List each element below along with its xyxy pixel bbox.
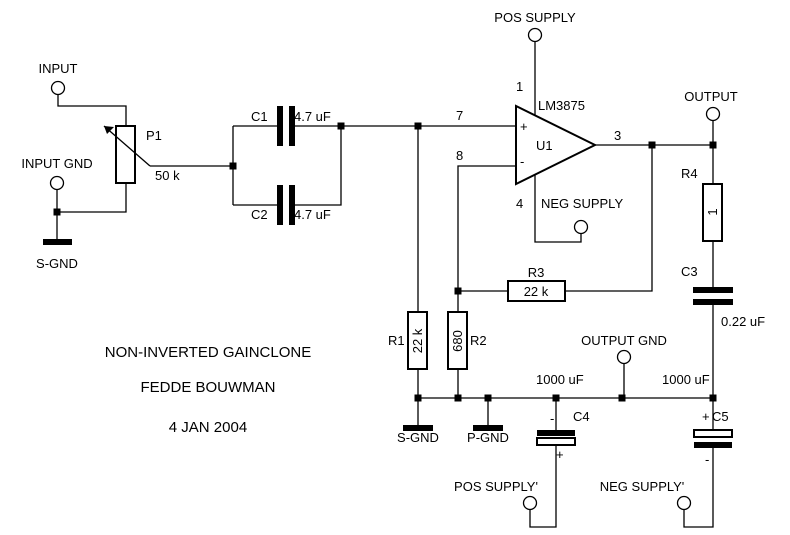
input-section: INPUT INPUT GND S-GND P1 50 k [21,61,233,271]
pin-3-label: 3 [614,128,621,143]
r1-ref-label: R1 [388,333,405,348]
input-gnd-terminal-label: INPUT GND [21,156,92,171]
c1-value-label: 4.7 uF [294,109,331,124]
p-gnd-label: P-GND [467,430,509,445]
junction-gnd-r1 [414,394,422,402]
input-coupling-caps: C1 4.7 uF C2 4.7 uF [229,106,345,225]
c4-value-label: 1000 uF [536,372,584,387]
output-gnd-terminal-label: OUTPUT GND [581,333,667,348]
u1-ref-label: U1 [536,138,553,153]
title-line-2: FEDDE BOUWMAN [141,379,276,396]
wire-p1-bottom [57,183,127,213]
pos-supply-prime-label: POS SUPPLY' [454,479,538,494]
wire-r3-right [565,145,653,292]
wire-c4-bottom [529,445,557,528]
r4-ref-label: R4 [681,166,698,181]
junction-r2-top [454,287,462,295]
neg-supply-terminal [573,219,589,235]
junction-gnd-r2 [454,394,462,402]
s-gnd-left-label: S-GND [36,256,78,271]
c4-ref-label: C4 [573,409,590,424]
s-gnd-mid-label: S-GND [397,430,439,445]
p1-potentiometer-body [115,125,136,184]
pos-supply-terminal-label: POS SUPPLY [494,10,576,25]
input-terminal [50,80,66,96]
r4-value-label: 1 [705,208,720,215]
output-gnd-terminal [616,349,632,365]
ground-bus: S-GND P-GND OUTPUT GND [397,333,717,445]
junction-input-gnd [53,208,61,216]
opamp-section: 7 + - U1 LM3875 POS SUPPLY 1 NEG SUPPLY … [341,10,717,312]
u1-minus-sign: - [520,154,524,169]
neg-supply-prime-terminal [676,495,692,511]
r3-ref-label: R3 [528,265,545,280]
r1-value-label: 22 k [410,328,425,353]
p1-wiper-arrow [104,126,114,134]
pin-8-label: 8 [456,148,463,163]
c2-ref-label: C2 [251,207,268,222]
neg-supply-terminal-label: NEG SUPPLY [541,196,623,211]
r2-ref-label: R2 [470,333,487,348]
pin-1-label: 1 [516,79,523,94]
u1-opamp-triangle [515,104,598,186]
pos-supply-terminal [527,27,543,43]
c1-ref-label: C1 [251,109,268,124]
c2-value-label: 4.7 uF [294,207,331,222]
c5-plus-sign: + [702,409,710,424]
junction-gnd-output [618,394,626,402]
input-terminal-label: INPUT [39,61,78,76]
c5-minus-sign: - [705,452,709,467]
pin-7-label: 7 [456,108,463,123]
c3-value-label: 0.22 uF [721,314,765,329]
wire-input-to-p1 [57,94,127,126]
title-line-1: NON-INVERTED GAINCLONE [105,344,311,361]
output-terminal [705,106,721,122]
pos-supply-prime-terminal [522,495,538,511]
c5-ref-label: C5 [712,409,729,424]
wire-neg-supply [534,175,582,243]
output-terminal-label: OUTPUT [684,89,738,104]
r2-value-label: 680 [450,330,465,352]
c3-ref-label: C3 [681,264,698,279]
supply-decoupling: 1000 uF - C4 + POS SUPPLY' 1000 uF + C5 … [454,372,733,528]
title-line-3: 4 JAN 2004 [169,419,247,436]
wire-c5-bottom [683,448,714,528]
output-network: OUTPUT 1 R4 C3 0.22 uF [681,89,765,398]
p1-value-label: 50 k [155,168,180,183]
feedback-network: 22 k R3 680 R2 22 k R1 [388,126,653,428]
wire-c2-right [295,126,342,206]
neg-supply-prime-label: NEG SUPPLY' [600,479,685,494]
c4-minus-sign: - [550,411,554,426]
pin-4-label: 4 [516,196,523,211]
u1-plus-sign: + [520,119,528,134]
wire-inv-input [457,165,516,312]
c5-plate-top [693,429,733,438]
input-gnd-terminal [49,175,65,191]
c4-plus-sign: + [556,447,564,462]
r3-value-label: 22 k [524,284,549,299]
c5-value-label: 1000 uF [662,372,710,387]
p1-ref-label: P1 [146,128,162,143]
u1-part-label: LM3875 [538,98,585,113]
p1-wiper-line [103,125,151,167]
c4-plate-bottom [536,437,576,446]
